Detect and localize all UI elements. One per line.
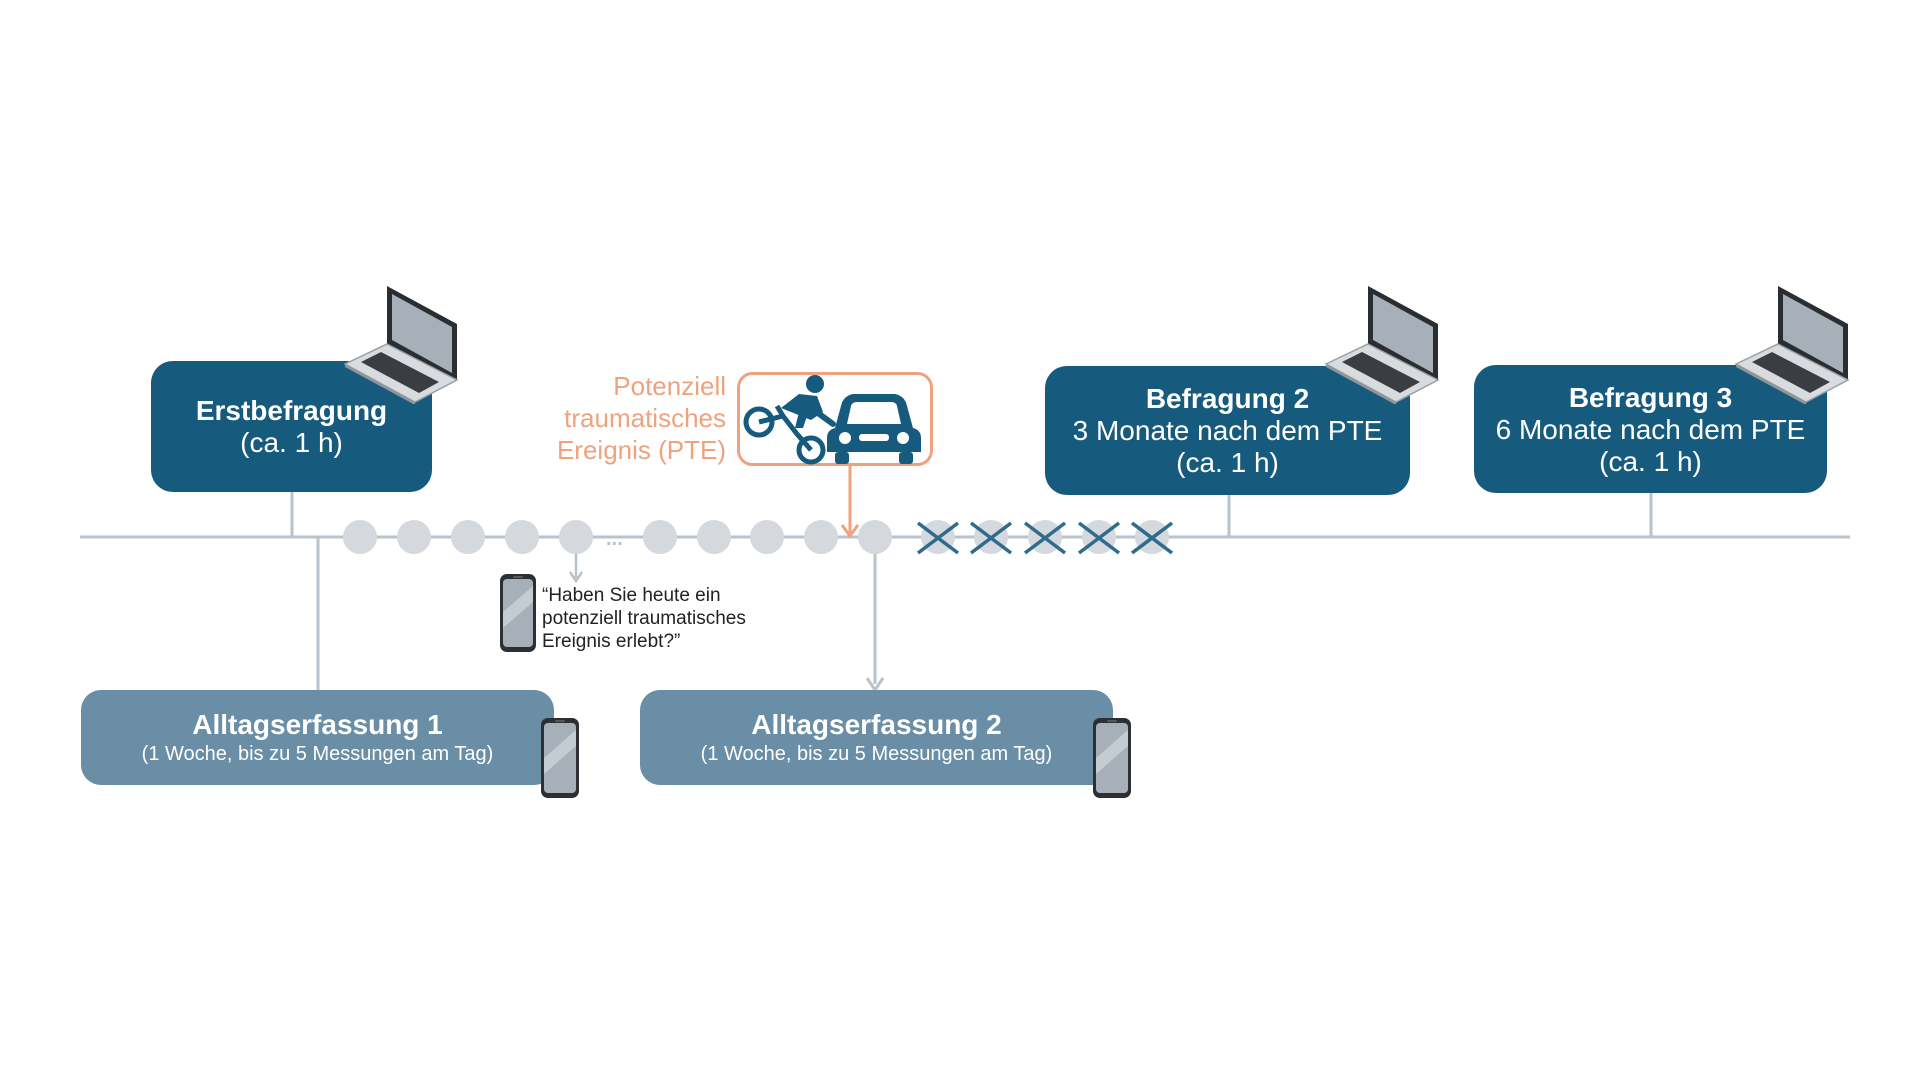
erstbefragung-title: Erstbefragung [195,395,388,426]
alltag2-box: Alltagserfassung 2 (1 Woche, bis zu 5 Me… [640,690,1113,785]
laptop-icon [1324,286,1440,404]
erstbefragung-duration: (ca. 1 h) [240,427,343,458]
cancelled-measurement [969,520,1013,555]
befragung2-box: Befragung 2 3 Monate nach dem PTE (ca. 1… [1045,366,1410,495]
ellipsis: ... [606,528,623,550]
measurement-dot [643,520,677,554]
measurement-dot [505,520,539,554]
befragung3-timing: 6 Monate nach dem PTE [1495,413,1806,445]
measurement-dot [343,520,377,554]
befragung2-title: Befragung 2 [1145,383,1310,414]
laptop-icon [1734,286,1850,404]
cancelled-measurement [1077,520,1121,555]
measurement-dot [697,520,731,554]
smartphone-icon [500,574,536,652]
alltag2-details: (1 Woche, bis zu 5 Messungen am Tag) [700,743,1053,765]
measurement-dot [804,520,838,554]
befragung2-timing: 3 Monate nach dem PTE [1072,415,1383,446]
arrow-to-alltag2 [865,552,885,693]
alltag1-title: Alltagserfassung 1 [192,709,443,740]
pte-arrow [840,465,860,539]
smartphone-icon [1093,718,1131,798]
measurement-dot [397,520,431,554]
smartphone-icon [541,718,579,798]
cancelled-measurement [1130,520,1174,555]
laptop-icon [343,286,459,404]
pte-label: Potenziell traumatisches Ereignis (PTE) [556,371,726,465]
befragung3-title: Befragung 3 [1568,381,1733,413]
cancelled-measurement [916,520,960,555]
alltag2-title: Alltagserfassung 2 [751,709,1002,740]
befragung3-duration: (ca. 1 h) [1599,445,1702,477]
measurement-dot [451,520,485,554]
cancelled-measurement [1023,520,1067,555]
measurement-dot [858,520,892,554]
arrow-to-question [568,553,584,584]
befragung2-duration: (ca. 1 h) [1176,447,1279,478]
measurement-dot [559,520,593,554]
measurement-dot [750,520,784,554]
daily-question: “Haben Sie heute ein potenziell traumati… [542,585,746,652]
alltag1-details: (1 Woche, bis zu 5 Messungen am Tag) [141,743,494,765]
alltag1-box: Alltagserfassung 1 (1 Woche, bis zu 5 Me… [81,690,554,785]
befragung3-box: Befragung 3 6 Monate nach dem PTE (ca. 1… [1474,365,1827,493]
bicycle-car-accident-icon [737,372,933,466]
